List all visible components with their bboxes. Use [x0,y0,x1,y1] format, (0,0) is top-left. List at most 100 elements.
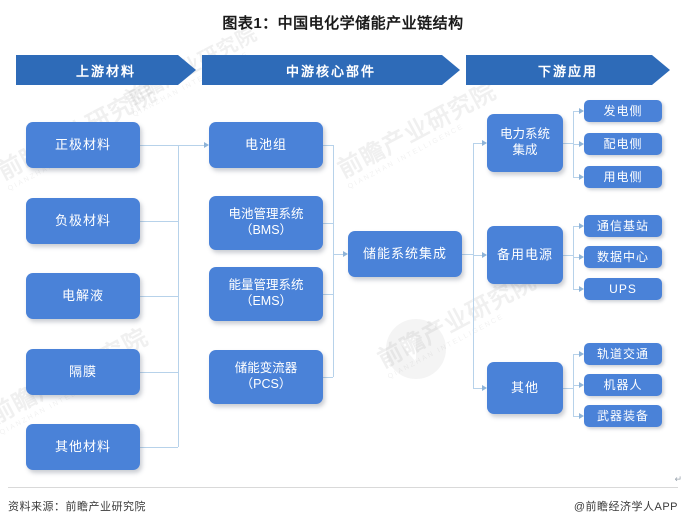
node-upstream-2[interactable]: 负极材料 [26,198,140,244]
arrow-head [579,381,584,388]
stage-banner-1[interactable]: 上游材料 [16,55,196,85]
connector-line [178,145,204,146]
node-label: UPS [609,281,637,296]
node-downstream-child-1-2[interactable]: 配电侧 [584,133,662,155]
node-downstream-child-2-1[interactable]: 通信基站 [584,215,662,237]
node-upstream-3[interactable]: 电解液 [26,273,140,319]
node-downstream-child-1-1[interactable]: 发电侧 [584,100,662,122]
connector-line [573,257,579,258]
paragraph-mark: ↵ [674,474,682,484]
node-label: 电池管理系统（BMS） [228,207,304,237]
arrow-head [579,173,584,180]
arrow-head [204,141,209,148]
connector-line [323,377,333,378]
node-label: 用电侧 [603,169,643,184]
node-label: 发电侧 [603,103,643,118]
node-label: 储能系统集成 [362,245,447,261]
source-label: 资料来源：前瞻产业研究院 [8,501,146,513]
connector-line [462,254,473,255]
connector-line [573,416,579,417]
node-label: 其他材料 [54,438,111,454]
connector-line [573,354,579,355]
arrow-head [343,250,348,257]
node-midstream-2[interactable]: 电池管理系统（BMS） [209,196,323,250]
connector-line [563,255,573,256]
connector-line [333,145,334,377]
stage-banner-label: 上游材料 [75,63,136,79]
connector-line [573,385,579,386]
connector-line [573,226,579,227]
app-credit-label: @前瞻经济学人APP [573,501,678,513]
connector-line [140,372,178,373]
arrow-head [482,251,487,258]
node-label: 配电侧 [603,136,643,151]
connector-line [323,223,333,224]
connector-line [178,145,179,447]
arrow-head [579,107,584,114]
node-label: 武器装备 [596,408,649,423]
connector-line [563,143,573,144]
connector-line [333,254,343,255]
node-midstream-4[interactable]: 储能变流器（PCS） [209,350,323,404]
node-label: 电力系统集成 [499,127,550,157]
arrow-head [482,384,487,391]
node-label: 正极材料 [54,136,111,152]
connector-line [140,145,178,146]
arrow-head [579,285,584,292]
arrow-head [579,140,584,147]
node-upstream-4[interactable]: 隔膜 [26,349,140,395]
arrow-head [482,139,487,146]
node-downstream-child-2-2[interactable]: 数据中心 [584,246,662,268]
connector-line [573,177,579,178]
node-label: 电池组 [244,136,287,152]
stage-banner-2[interactable]: 中游核心部件 [202,55,460,85]
arrow-head [579,253,584,260]
connector-line [473,143,482,144]
arrow-head [579,350,584,357]
node-downstream-parent-2[interactable]: 备用电源 [487,226,563,284]
connector-line [573,144,579,145]
connector-line [473,255,482,256]
connector-line [323,294,333,295]
node-downstream-parent-3[interactable]: 其他 [487,362,563,414]
arrow-head [579,222,584,229]
node-label: 储能变流器（PCS） [234,361,298,391]
connector-line [323,145,333,146]
connector-line [140,447,178,448]
node-upstream-5[interactable]: 其他材料 [26,424,140,470]
node-downstream-child-2-3[interactable]: UPS [584,278,662,300]
brand-logo-watermark [385,318,447,385]
node-downstream-child-3-3[interactable]: 武器装备 [584,405,662,427]
node-label: 轨道交通 [596,346,649,361]
node-label: 负极材料 [54,212,111,228]
connector-line [473,388,482,389]
node-label: 数据中心 [596,249,649,264]
connector-line [563,388,573,389]
node-downstream-child-1-3[interactable]: 用电侧 [584,166,662,188]
node-downstream-child-3-2[interactable]: 机器人 [584,374,662,396]
node-label: 通信基站 [596,218,649,233]
node-midstream-3[interactable]: 能量管理系统（EMS） [209,267,323,321]
node-label: 其他 [510,379,539,395]
connector-line [140,221,178,222]
node-downstream-child-3-1[interactable]: 轨道交通 [584,343,662,365]
node-label: 备用电源 [496,246,553,262]
node-storage-system-integration[interactable]: 储能系统集成 [348,231,462,277]
connector-line [573,289,579,290]
stage-banner-label: 下游应用 [537,63,598,79]
node-label: 隔膜 [68,363,97,379]
node-label: 能量管理系统（EMS） [228,278,304,308]
node-downstream-parent-1[interactable]: 电力系统集成 [487,114,563,172]
stage-banner-3[interactable]: 下游应用 [466,55,670,85]
node-midstream-1[interactable]: 电池组 [209,122,323,168]
connector-line [473,143,474,388]
page-title: 图表1：中国电化学储能产业链结构 [222,15,464,32]
connector-line [573,111,579,112]
connector-line [140,296,178,297]
node-label: 机器人 [603,377,643,392]
node-label: 电解液 [61,287,104,303]
stage-banner-label: 中游核心部件 [285,63,376,79]
node-upstream-1[interactable]: 正极材料 [26,122,140,168]
